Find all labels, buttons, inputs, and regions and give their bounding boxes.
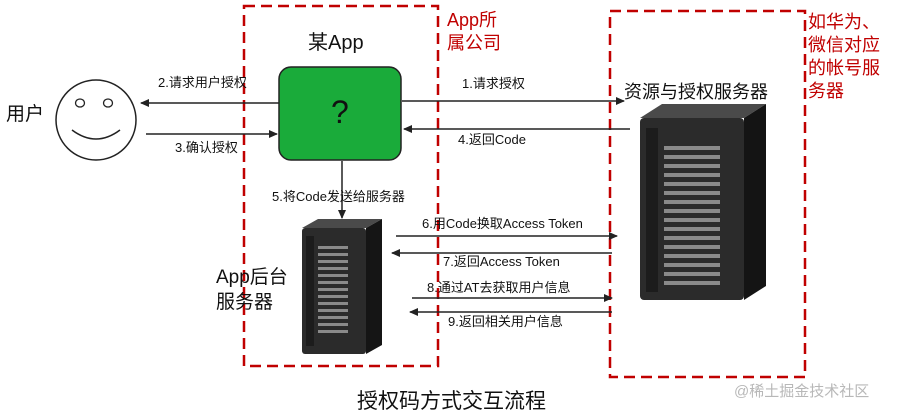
app-label: 某App xyxy=(308,32,364,54)
watermark: @稀土掘金技术社区 xyxy=(734,383,870,400)
app-backend-label: App后台 服务器 xyxy=(216,267,288,313)
user-face-icon xyxy=(55,79,137,161)
step-label-2: 2.请求用户授权 xyxy=(158,75,247,90)
app-question-mark: ? xyxy=(331,94,349,130)
provider-annotation: 如华为、 微信对应 的帐号服 务器 xyxy=(808,12,880,101)
user-label: 用户 xyxy=(6,104,45,125)
app-backend-server-icon xyxy=(302,219,382,354)
step-label-5: 5.将Code发送给服务器 xyxy=(272,189,405,204)
auth-server-label: 资源与授权服务器 xyxy=(624,82,768,102)
app-box xyxy=(278,66,402,161)
step-label-4: 4.返回Code xyxy=(458,132,526,147)
app-company-boundary xyxy=(242,4,440,368)
auth-server-icon xyxy=(640,104,766,300)
app-company-annotation: App所 属公司 xyxy=(447,10,501,53)
step-label-6: 6.用Code换取Access Token xyxy=(422,216,583,231)
step-label-9: 9.返回相关用户信息 xyxy=(448,314,563,329)
step-label-8: 8.通过AT去获取用户信息 xyxy=(427,280,571,295)
step-label-3: 3.确认授权 xyxy=(175,140,238,155)
diagram-title: 授权码方式交互流程 xyxy=(357,389,546,413)
step-label-7: 7.返回Access Token xyxy=(443,254,560,269)
step-label-1: 1.请求授权 xyxy=(462,76,525,91)
provider-boundary xyxy=(608,9,807,379)
